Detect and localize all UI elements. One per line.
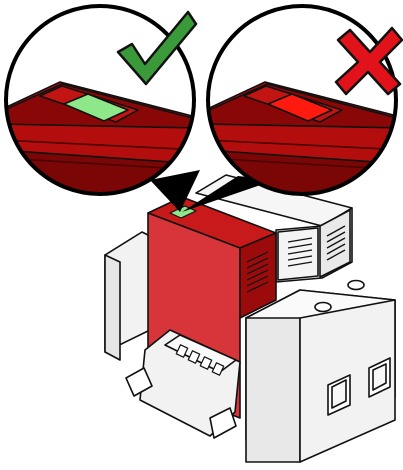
screw-right bbox=[348, 281, 364, 290]
screw-left bbox=[315, 303, 331, 312]
right-base-housing bbox=[246, 281, 395, 463]
surge-protector-device bbox=[105, 175, 395, 462]
magnifier-ok bbox=[0, 6, 200, 200]
magnifier-fault bbox=[205, 6, 403, 200]
left-base-housing bbox=[105, 232, 150, 360]
